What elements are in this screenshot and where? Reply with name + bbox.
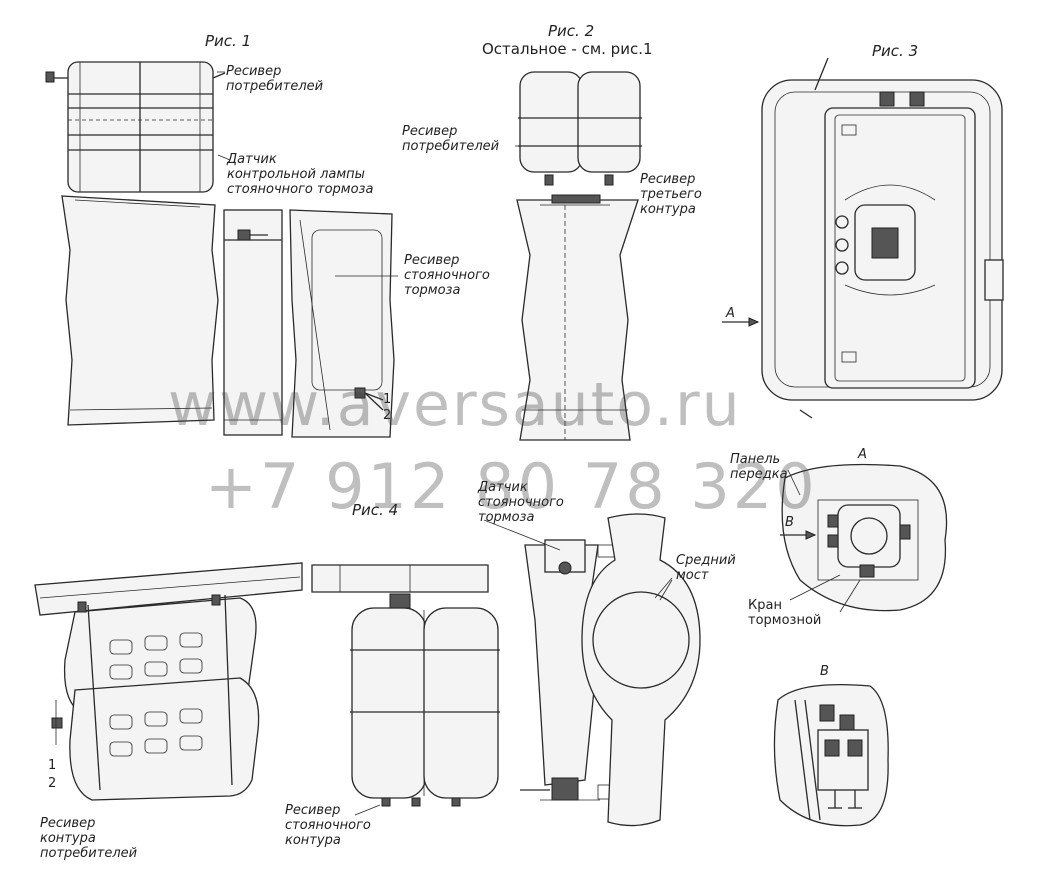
fig2-title: Рис. 2 (548, 22, 595, 40)
label-line: стояночного тормоза (227, 182, 374, 197)
fig2-third-circuit-label: Ресивер третьего контура (640, 172, 702, 217)
fig4-callout-1: 1 (48, 758, 57, 773)
fig1-parking-receiver (289, 209, 395, 438)
fig1-callout-1: 1 (383, 392, 392, 407)
fig4-callout-2: 2 (48, 776, 57, 791)
fig4-receiver-consumers (51, 594, 260, 801)
view-b-arrow-label: В (785, 515, 794, 530)
label-line: потребителей (402, 139, 500, 154)
fig1-parking-receiver-label: Ресивер стояночного тормоза (404, 253, 490, 298)
label-line: контура (640, 202, 696, 217)
fig1-receiver-consumers-label: Ресивер потребителей (226, 64, 323, 94)
label-line: Средний (676, 553, 736, 568)
middle-axle-label: Средний мост (676, 553, 736, 583)
fig2-receiver-consumers-label: Ресивер потребителей (402, 124, 499, 154)
fig3-title: Рис. 3 (872, 42, 919, 60)
panel-label: Панель передка (730, 452, 788, 482)
fig4-parking-circuit-label: Ресивер стояночного контура (285, 803, 371, 848)
fig3-view-a-arrow-label: А (726, 306, 735, 321)
fig1-title: Рис. 1 (205, 32, 252, 50)
fig4-receiver-consumers-label: Ресивер контура потребителей (40, 816, 137, 861)
fig4-frame-rail-mid (311, 564, 489, 593)
label-line: тормоза (404, 283, 461, 298)
label-line: Ресивер (402, 124, 458, 139)
brake-valve-label: Кран тормозной (748, 598, 821, 628)
fig1-frame-rail (61, 195, 219, 426)
fig4-middle-axle (581, 513, 701, 827)
label-line: потребителей (40, 846, 138, 861)
label-line: тормоза (478, 510, 535, 525)
fig1-receiver-consumers (45, 61, 226, 193)
fig4-parking-receivers (350, 593, 500, 816)
label-line: Ресивер (404, 253, 460, 268)
view-b-title: В (820, 664, 829, 679)
fig1-sensor-bracket (223, 209, 283, 436)
view-b-detail (773, 683, 889, 827)
label-line: Ресивер (40, 816, 96, 831)
label-line: стояночного (478, 495, 564, 510)
fig2-note: Остальное - см. рис.1 (482, 40, 653, 58)
view-a-detail (780, 463, 948, 612)
label-line: Ресивер (285, 803, 341, 818)
fig2-frame (516, 194, 639, 441)
label-line: потребителей (226, 79, 324, 94)
fig4-title: Рис. 4 (352, 501, 399, 519)
fig3-cab (722, 57, 1004, 419)
label-line: Ресивер (640, 172, 696, 187)
label-line: Ресивер (226, 64, 282, 79)
label-line: Кран (748, 598, 782, 613)
label-line: контура (285, 833, 341, 848)
fig1-callout-2: 2 (383, 408, 392, 423)
label-line: стояночного (285, 818, 371, 833)
fig4-sensor-label: Датчик стояночного тормоза (478, 480, 564, 525)
label-line: Панель (730, 452, 781, 467)
label-line: стояночного (404, 268, 490, 283)
label-line: мост (676, 568, 709, 583)
label-line: передка (730, 467, 788, 482)
label-line: Датчик (478, 480, 528, 495)
fig2-receivers (515, 71, 642, 186)
fig4-frame-rail-left (34, 562, 303, 616)
label-line: третьего (640, 187, 702, 202)
label-line: контрольной лампы (227, 167, 365, 182)
fig1-sensor-label: Датчик контрольной лампы стояночного тор… (227, 152, 373, 197)
label-line: тормозной (748, 613, 822, 628)
label-line: Датчик (227, 152, 277, 167)
view-a-title: А (858, 447, 867, 462)
label-line: контура (40, 831, 96, 846)
